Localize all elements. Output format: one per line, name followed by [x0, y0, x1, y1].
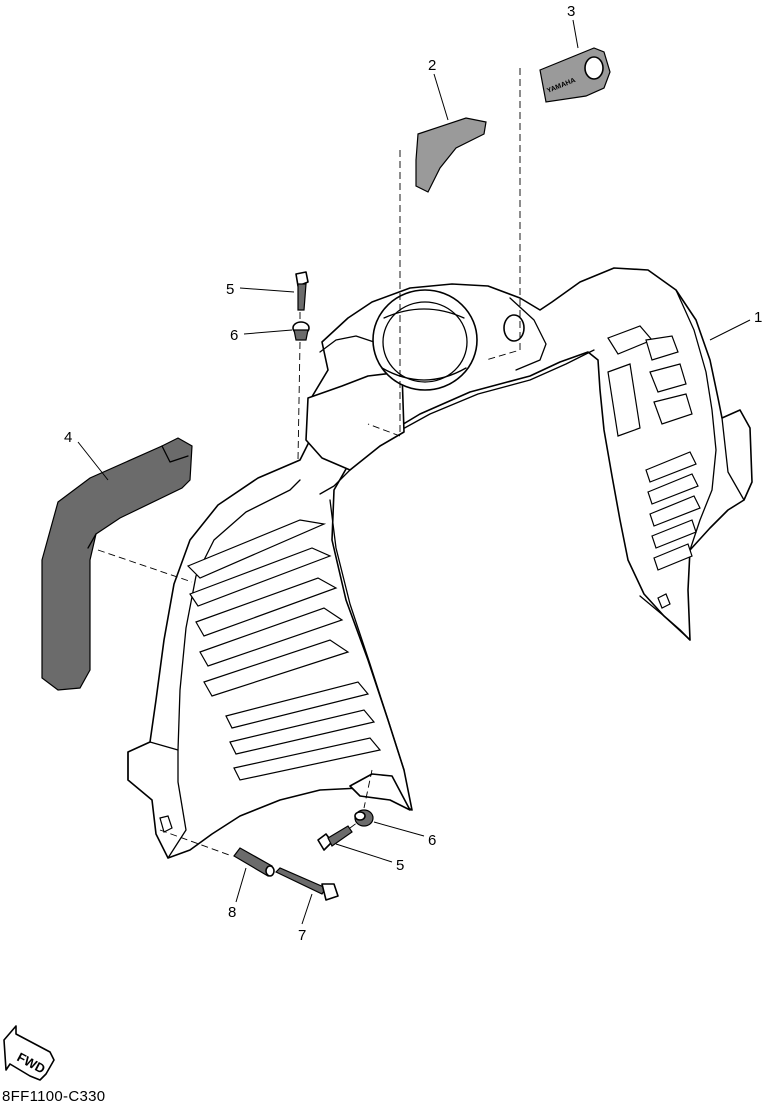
callout-6-upper: 6: [230, 327, 238, 344]
part-5-screw-upper: [295, 271, 309, 311]
callout-labels: 1 2 3 4 5 6 5 6 7 8: [64, 3, 762, 944]
callout-3: 3: [567, 3, 575, 20]
part-1-front-cowling: [127, 267, 753, 859]
part-6-grommet-lower: [354, 809, 374, 827]
callout-5-upper: 5: [226, 281, 234, 298]
part-6-grommet-upper: [292, 321, 310, 341]
part-3-yamaha-emblem: YAMAHA: [539, 47, 611, 103]
part-2-panel-decal: [415, 117, 487, 193]
part-7-bolt: [274, 867, 339, 901]
leader-lines: [77, 19, 751, 925]
callout-2: 2: [428, 57, 436, 74]
part-4-side-trim: [41, 437, 193, 691]
callout-6-lower: 6: [428, 832, 436, 849]
callout-7: 7: [298, 927, 306, 944]
drawing-code: 8FF1100-C330: [2, 1088, 106, 1105]
part-5-screw-lower: [317, 825, 353, 851]
callout-8: 8: [228, 904, 236, 921]
callout-1: 1: [754, 309, 762, 326]
fwd-arrow-icon: FWD: [3, 1025, 55, 1081]
callout-4: 4: [64, 429, 72, 446]
callout-5-lower: 5: [396, 857, 404, 874]
part-8-collar: [233, 847, 275, 877]
assembly-lines: [97, 68, 521, 857]
